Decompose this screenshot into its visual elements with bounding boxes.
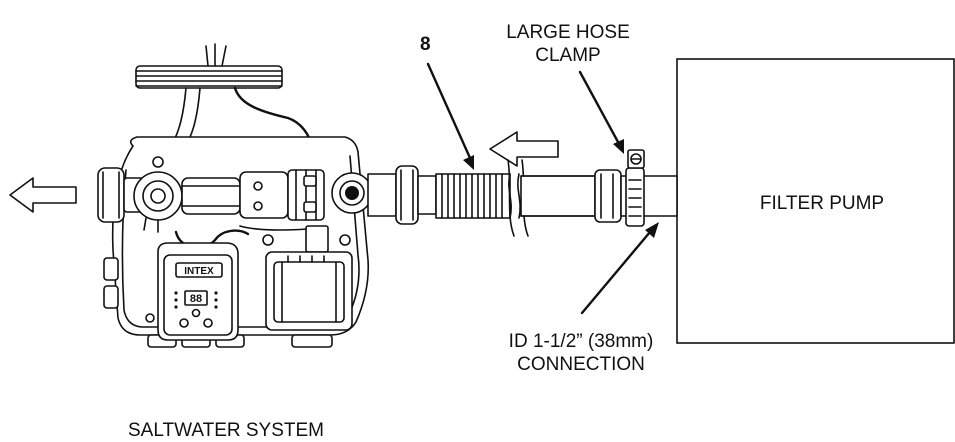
filter-pump-label: FILTER PUMP xyxy=(760,193,884,214)
connection-label-line2: CONNECTION xyxy=(517,354,645,375)
filter-pump-box xyxy=(676,58,955,344)
outlet-union xyxy=(97,167,183,233)
large-hose-clamp-label-line1: LARGE HOSE xyxy=(506,22,630,43)
inlet-port xyxy=(331,172,373,214)
display-digits: 88 xyxy=(190,293,202,305)
hose-flow-arrow xyxy=(489,131,559,167)
control-button-right[interactable] xyxy=(203,318,213,328)
control-button-left[interactable] xyxy=(179,318,189,328)
saltwater-system-label: SALTWATER SYSTEM xyxy=(128,420,324,441)
power-button[interactable] xyxy=(191,308,201,318)
large-hose-clamp-label-line2: CLAMP xyxy=(535,45,600,66)
large-hose-clamp xyxy=(625,149,645,227)
terminal-box xyxy=(265,225,353,331)
callout-large-hose-clamp: LARGE HOSE CLAMP xyxy=(506,22,630,154)
corrugated-hose xyxy=(435,159,596,237)
callout-item-8: 8 xyxy=(420,34,474,170)
clamp-arrowhead-icon xyxy=(613,139,624,154)
brand-logo: INTEX xyxy=(184,266,214,277)
callout-arrowhead-icon xyxy=(463,155,474,170)
connection-arrowhead-icon xyxy=(645,222,659,238)
filter-pump: FILTER PUMP xyxy=(676,58,955,344)
connection-piping xyxy=(367,149,678,237)
outflow-arrow xyxy=(9,177,77,213)
connection-label-line1: ID 1-1/2” (38mm) xyxy=(509,331,654,352)
status-leds xyxy=(174,291,218,309)
union-nut xyxy=(395,165,419,225)
control-panel: INTEX 88 xyxy=(157,242,239,341)
cell-chamber xyxy=(181,169,325,221)
saltwater-system-unit: INTEX 88 xyxy=(97,43,373,348)
callout-connection: ID 1-1/2” (38mm) CONNECTION xyxy=(509,222,659,375)
callout-number: 8 xyxy=(420,34,431,55)
